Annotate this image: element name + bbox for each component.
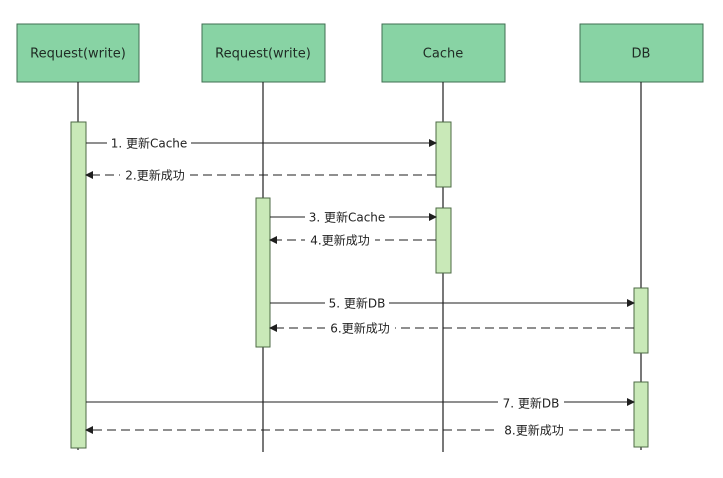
participant-label: Request(write): [30, 47, 126, 62]
message-label: 6.更新成功: [330, 321, 389, 336]
activation-cache-2: [435, 207, 452, 274]
activation-request-write-1: [70, 121, 87, 449]
message-label-bg: [499, 423, 569, 438]
message-3: 3. 更新Cache: [270, 210, 437, 225]
message-4: 4.更新成功: [269, 233, 436, 248]
message-label: 7. 更新DB: [503, 396, 560, 411]
message-label: 3. 更新Cache: [309, 210, 386, 225]
participant-box: [381, 23, 506, 83]
message-2: 2.更新成功: [85, 168, 436, 183]
participant-request-write-1: Request(write): [16, 23, 140, 83]
participant-label: DB: [632, 47, 651, 62]
message-1: 1. 更新Cache: [86, 136, 437, 151]
message-label-bg: [305, 210, 389, 225]
message-label: 8.更新成功: [504, 423, 563, 438]
participant-box: [201, 23, 326, 83]
message-label-bg: [305, 233, 375, 248]
participant-label: Cache: [423, 47, 463, 62]
activation-db-1: [633, 287, 649, 354]
participant-label: Request(write): [215, 47, 311, 62]
activation-request-write-2: [255, 197, 271, 348]
message-label: 1. 更新Cache: [111, 136, 188, 151]
participant-request-write-2: Request(write): [201, 23, 326, 83]
activation-cache-1: [435, 121, 452, 188]
message-8: 8.更新成功: [85, 423, 634, 438]
message-label: 5. 更新DB: [329, 296, 386, 311]
message-7: 7. 更新DB: [86, 396, 635, 411]
message-label-bg: [120, 168, 190, 183]
message-label-bg: [325, 321, 395, 336]
participant-db: DB: [579, 23, 704, 83]
message-5: 5. 更新DB: [270, 296, 635, 311]
message-label-bg: [107, 136, 191, 151]
message-label-bg: [325, 296, 389, 311]
message-6: 6.更新成功: [269, 321, 634, 336]
message-label-bg: [498, 396, 564, 411]
message-label: 2.更新成功: [125, 168, 184, 183]
participant-box: [16, 23, 140, 83]
participant-cache: Cache: [381, 23, 506, 83]
activation-db-2: [633, 381, 649, 448]
message-label: 4.更新成功: [310, 233, 369, 248]
